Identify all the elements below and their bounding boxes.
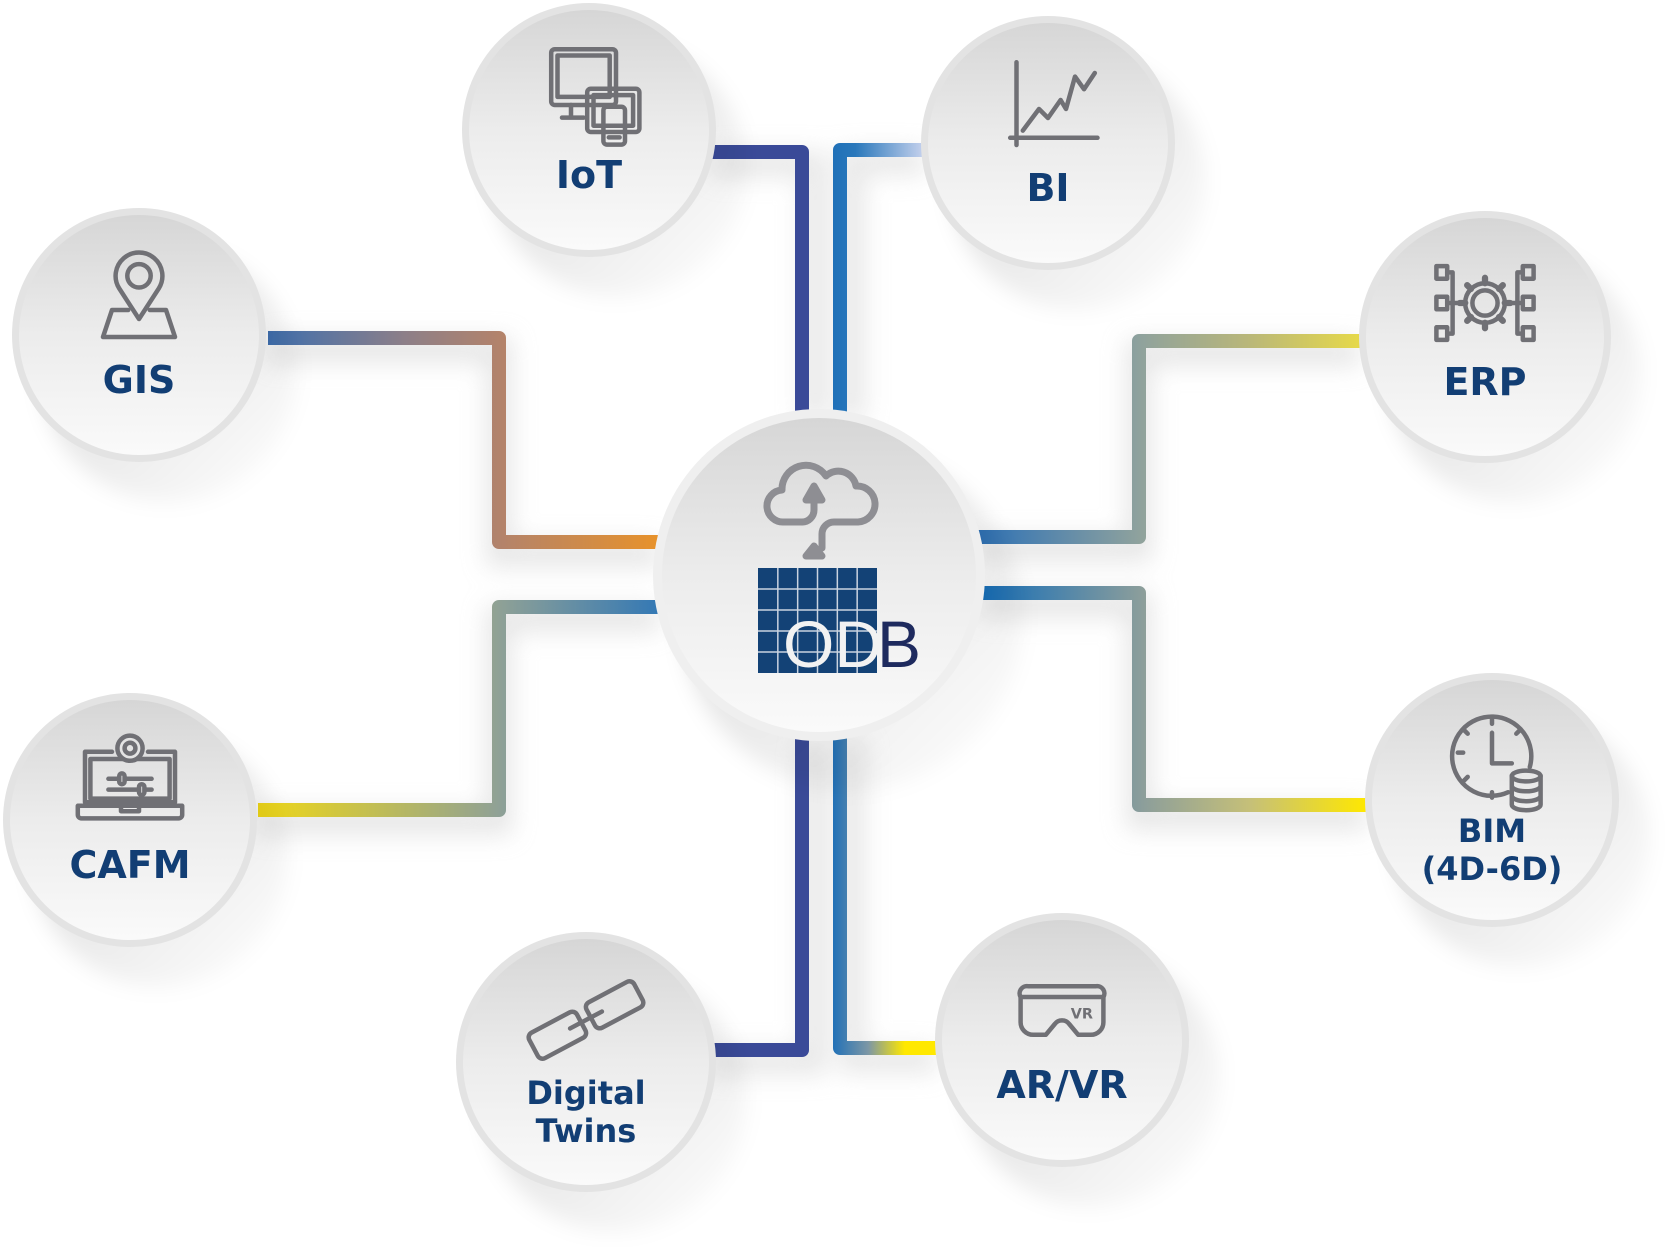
map-pin-icon <box>100 250 178 340</box>
node-label: (4D-6D) <box>1422 850 1563 888</box>
node-disc <box>928 23 1168 263</box>
odb-logo-text-dark: B <box>877 607 921 681</box>
connector-gis <box>268 331 662 549</box>
node-label: Twins <box>536 1112 637 1150</box>
connector-arvr <box>833 730 938 1055</box>
node-label: BI <box>1026 166 1069 210</box>
node-bi[interactable]: BI <box>921 16 1205 310</box>
cloud-sync-icon <box>763 461 879 560</box>
node-cafm[interactable]: CAFM <box>3 693 287 987</box>
odb-hub[interactable]: OD B <box>653 409 1022 790</box>
connector-erp <box>978 334 1362 544</box>
node-disc <box>463 939 709 1185</box>
node-gis[interactable]: GIS <box>12 208 296 502</box>
connector-cafm <box>258 600 662 817</box>
vr-headset-icon: VR <box>1017 983 1107 1038</box>
node-label: BIM <box>1458 812 1526 850</box>
clock-database-icon <box>1449 714 1543 813</box>
devices-icon <box>548 46 642 147</box>
node-label: ERP <box>1443 360 1526 404</box>
connector-bi <box>833 143 925 420</box>
node-erp[interactable]: ERP <box>1359 211 1641 503</box>
node-label: CAFM <box>69 843 190 887</box>
connector-digital-twins <box>712 730 809 1057</box>
node-disc <box>942 920 1182 1160</box>
connector-bim <box>978 586 1368 812</box>
odb-logo-text-light: OD <box>783 607 882 681</box>
node-iot[interactable]: IoT <box>462 3 746 297</box>
node-bim[interactable]: BIM(4D-6D) <box>1365 673 1649 967</box>
node-disc <box>1366 218 1604 456</box>
node-arvr[interactable]: VR AR/VR <box>935 913 1219 1207</box>
vr-badge-text: VR <box>1071 1007 1093 1023</box>
node-label: GIS <box>103 358 176 402</box>
node-label: AR/VR <box>996 1063 1127 1107</box>
line-chart-icon <box>1007 59 1100 148</box>
node-disc <box>1372 680 1612 920</box>
node-label: Digital <box>526 1074 645 1112</box>
connectors <box>258 143 1368 1057</box>
chain-link-icon <box>526 979 646 1061</box>
node-label: IoT <box>556 153 622 197</box>
gear-network-icon <box>1434 263 1536 343</box>
odb-logo-grid <box>758 568 877 673</box>
laptop-settings-icon <box>75 733 185 821</box>
